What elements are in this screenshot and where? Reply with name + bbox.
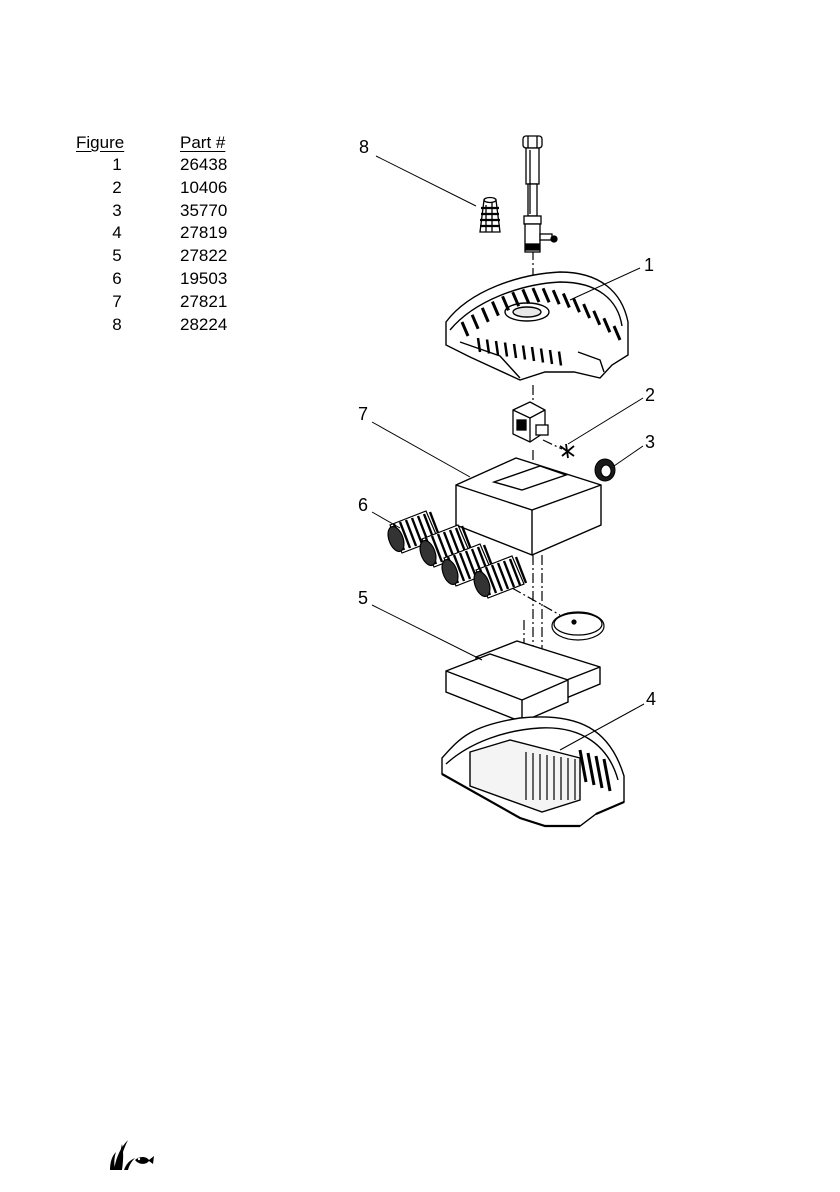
part-1-cover-drawing	[446, 272, 628, 380]
callout-6: 6	[358, 495, 368, 515]
part-3-ring-drawing	[595, 459, 615, 481]
callout-5: 5	[358, 588, 368, 608]
part-4-base-drawing	[442, 717, 624, 826]
callout-7: 7	[358, 404, 368, 424]
part-2-pump-drawing	[513, 402, 574, 458]
callout-8: 8	[359, 137, 369, 157]
fountain-stem-drawing	[523, 136, 557, 252]
callout-2: 2	[645, 385, 655, 405]
part-7-foam-block-drawing	[456, 458, 601, 555]
callout-3: 3	[645, 432, 655, 452]
aquascape-plant-fish-logo-icon	[108, 1138, 156, 1172]
callout-1: 1	[644, 255, 654, 275]
callout-4: 4	[646, 689, 656, 709]
filter-disc-drawing	[552, 612, 604, 640]
part-8-nozzle-drawing	[480, 198, 500, 233]
